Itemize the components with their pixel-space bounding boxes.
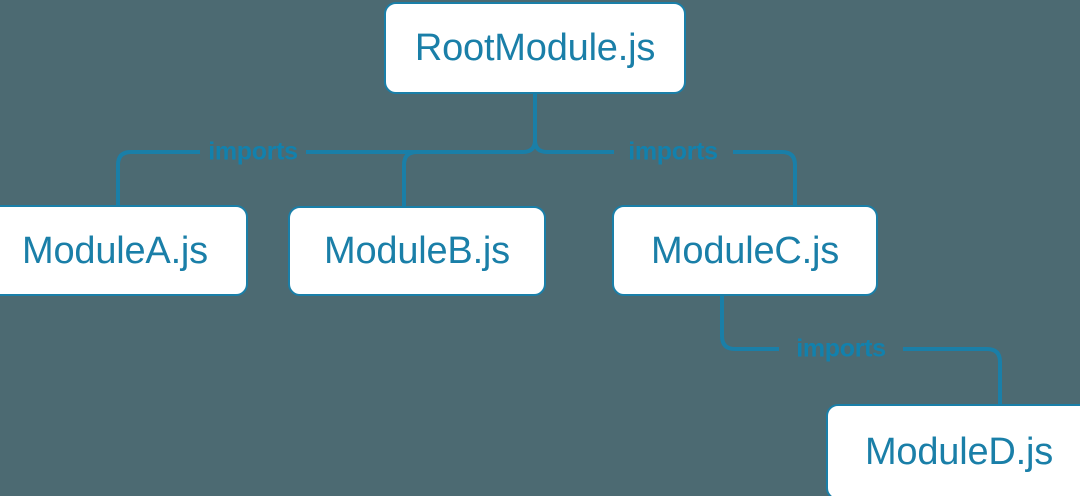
node-label-module-a: ModuleA.js	[22, 229, 208, 272]
node-label-module-c: ModuleC.js	[650, 229, 840, 272]
edge-label-modulec-to-moduled: imports	[796, 334, 886, 363]
node-module-b[interactable]: ModuleB.js	[288, 206, 546, 296]
node-label-root-module: RootModule.js	[414, 27, 656, 69]
edge-modulec-to-moduled	[720, 296, 1002, 404]
node-label-module-d: ModuleD.js	[864, 431, 1054, 473]
node-module-d[interactable]: ModuleD.js	[826, 404, 1080, 496]
edge-root-to-modulea	[116, 150, 523, 205]
edge-root-trunk	[533, 94, 548, 154]
edge-root-to-moduleb	[402, 150, 523, 206]
edge-root-to-modulec	[547, 150, 797, 205]
node-module-a[interactable]: ModuleA.js	[0, 205, 248, 296]
node-module-c[interactable]: ModuleC.js	[612, 205, 878, 296]
edge-label-root-to-modulea: imports	[208, 137, 298, 166]
node-label-module-b: ModuleB.js	[324, 230, 510, 272]
edge-label-root-to-modulec: imports	[628, 137, 718, 166]
node-root-module[interactable]: RootModule.js	[384, 2, 686, 94]
edge-root-trunk-left	[522, 139, 537, 154]
